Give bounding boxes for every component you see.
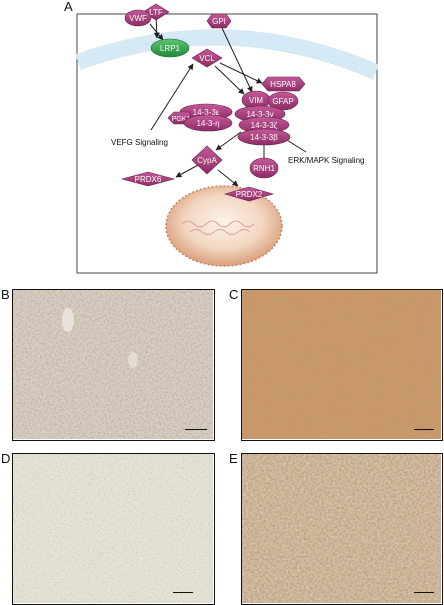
panel-label-b: B [1,287,10,302]
arrow-cypa-prdx6 [175,163,201,178]
node-vcl: VCL [191,48,223,68]
arrow-vegf [150,63,194,131]
node-lrp1: LRP1 [150,38,190,58]
pathway-diagram: LTF VWF GPI LRP1 VCL HSPA8 VIM [75,3,380,274]
svg-text:VCL: VCL [199,54,215,63]
svg-text:VWF: VWF [129,14,147,23]
node-gpi: GPI [206,13,232,29]
svg-text:GFAP: GFAP [272,97,293,106]
svg-text:LRP1: LRP1 [160,44,181,53]
node-14-3-eta: 14-3-η [183,114,233,132]
scale-bar-d [173,592,193,593]
svg-text:14-3-3β: 14-3-3β [250,133,278,142]
panel-label-a: A [64,0,73,14]
micrograph-c [241,289,443,441]
svg-text:RNH1: RNH1 [253,164,275,173]
node-gfap: GFAP [267,91,299,111]
svg-text:LTF: LTF [149,8,163,17]
panel-label-c: C [229,287,239,302]
node-vwf: VWF [124,9,152,27]
cell-membrane [75,29,380,81]
scale-bar-e [414,592,434,593]
svg-text:CypA: CypA [197,156,217,165]
arrow-gpi-vim [221,27,253,93]
node-prdx2: PRDX2 [223,186,275,202]
svg-text:HSPA8: HSPA8 [270,80,296,89]
arrow-vwf-lrp1 [149,23,164,41]
arrow-vcl-vim [214,65,245,95]
micrograph-d [12,453,215,605]
micrograph-e [241,453,443,605]
label-vegf-signaling: VEFG Signaling [111,138,168,147]
panel-label-e: E [229,451,238,466]
scale-bar-c [414,429,434,430]
node-rnh1: RNH1 [249,157,279,179]
svg-text:PRDX6: PRDX6 [135,175,162,184]
svg-text:VIM: VIM [249,96,264,105]
svg-text:PGK1: PGK1 [172,116,191,123]
arrow-cypa-prdx2 [217,169,239,187]
svg-text:14-3-η: 14-3-η [196,119,219,128]
svg-text:14-3-3ζ: 14-3-3ζ [251,121,278,130]
micrograph-b [12,289,215,441]
node-prdx6: PRDX6 [120,171,176,187]
svg-text:14-3-3ε: 14-3-3ε [193,108,220,117]
svg-text:14-3-3γ: 14-3-3γ [246,110,273,119]
nucleus [165,185,283,267]
svg-text:PRDX2: PRDX2 [236,190,263,199]
svg-text:GPI: GPI [212,17,226,26]
node-hspa8: HSPA8 [261,76,306,92]
arrow-1433-cypa [215,131,242,151]
arrow-vcl-hspa8 [219,62,263,84]
node-cypa: CypA [191,145,223,175]
label-erk-mapk-signaling: ERK/MAPK Signaling [288,156,364,165]
scale-bar-b [185,429,207,430]
node-14-3-3-beta: 14-3-3β [237,128,291,146]
panel-label-d: D [1,451,11,466]
